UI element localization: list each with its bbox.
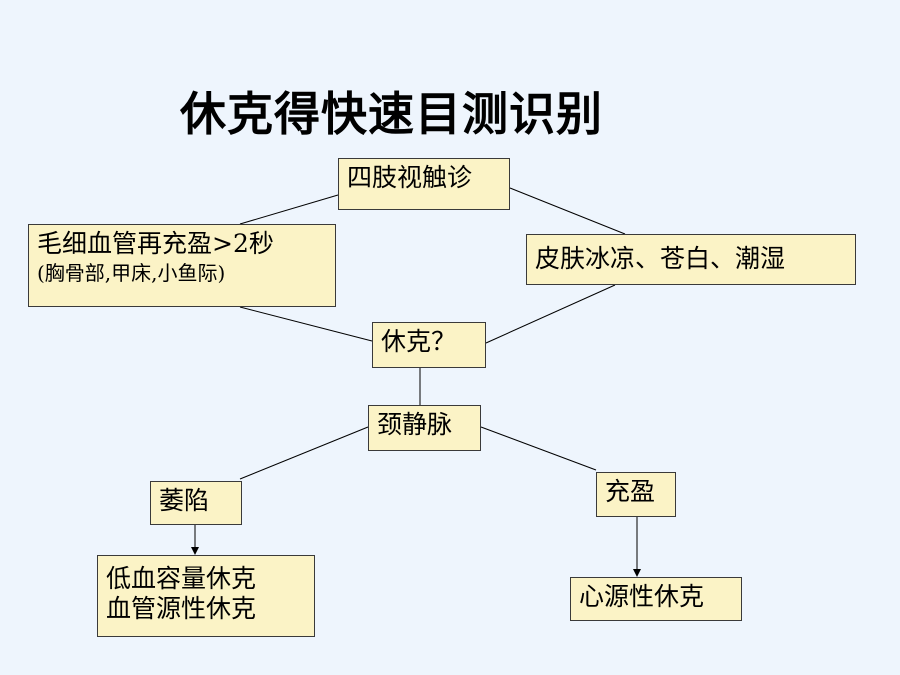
hypovolemic-shock-label: 低血容量休克	[106, 564, 257, 593]
capillary-refill-box: 毛细血管再充盈>2秒 (胸骨部,甲床,小鱼际)	[28, 224, 336, 307]
slide-title: 休克得快速目测识别	[180, 87, 603, 141]
shock-box: 休克？	[372, 322, 486, 368]
line-capillary-shock	[239, 306, 373, 342]
vasogenic-shock-label: 血管源性休克	[106, 594, 257, 623]
capillary-refill-sites: (胸骨部,甲床,小鱼际)	[37, 261, 226, 285]
shock-label: 休克？	[381, 327, 457, 356]
capillary-refill-label: 毛细血管再充盈>2秒	[37, 229, 274, 258]
jugular-vein-box: 颈静脉	[368, 405, 481, 451]
collapsed-label: 萎陷	[159, 486, 210, 515]
filled-box: 充盈	[596, 472, 676, 517]
skin-signs-box: 皮肤冰凉、苍白、潮湿	[526, 234, 856, 285]
line-jugular-collapsed	[239, 426, 369, 480]
hypovolemic-shock-box: 低血容量休克 血管源性休克	[97, 555, 315, 637]
line-limbs-skin	[509, 187, 626, 235]
collapsed-box: 萎陷	[150, 481, 242, 525]
arrowhead-filled-cardiogenic	[633, 569, 641, 577]
line-limbs-capillary	[239, 194, 339, 225]
jugular-vein-label: 颈静脉	[377, 410, 453, 439]
line-skin-shock	[485, 284, 616, 344]
skin-signs-label: 皮肤冰凉、苍白、潮湿	[535, 244, 786, 273]
filled-label: 充盈	[605, 477, 656, 506]
cardiogenic-shock-label: 心源性休克	[579, 582, 705, 611]
limbs-exam-box: 四肢视触诊	[338, 158, 510, 210]
limbs-exam-label: 四肢视触诊	[347, 163, 473, 192]
line-jugular-filled	[480, 426, 597, 471]
cardiogenic-shock-box: 心源性休克	[570, 577, 742, 621]
arrowhead-collapsed-hypovolemic	[191, 547, 199, 555]
